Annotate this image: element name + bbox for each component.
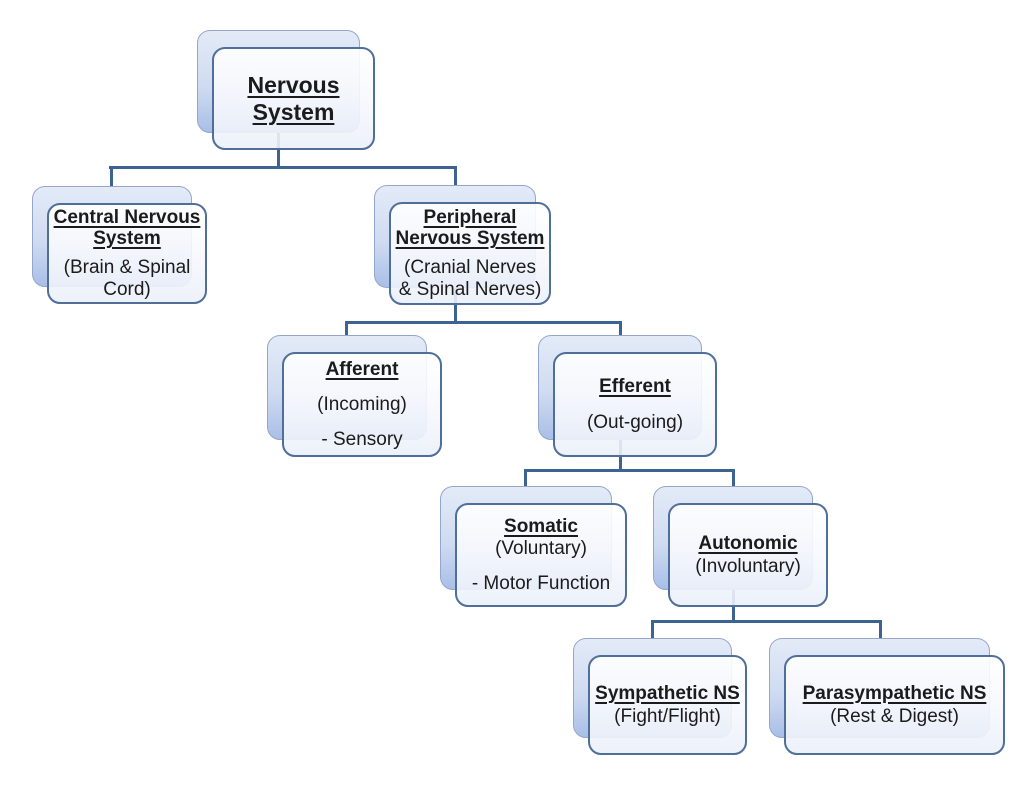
node-subtitle: (Out-going): [586, 411, 684, 433]
node-title: Somatic: [504, 515, 578, 537]
connector-segment: [651, 620, 882, 623]
node-afferent: Afferent (Incoming) - Sensory: [267, 335, 442, 457]
node-parasympathetic-ns: Parasympathetic NS (Rest & Digest): [769, 638, 1005, 755]
connector-segment: [879, 620, 882, 639]
node-title: Sympathetic NS: [595, 682, 740, 704]
connector-segment: [345, 321, 622, 324]
connector-segment: [345, 321, 348, 336]
node-card: Peripheral Nervous System (Cranial Nerve…: [389, 202, 551, 305]
connector-segment: [619, 321, 622, 336]
node-title: Afferent: [325, 358, 399, 380]
node-subtitle: (Involuntary): [695, 555, 801, 577]
node-subtitle: (Rest & Digest): [830, 705, 959, 727]
node-note: - Sensory: [321, 428, 403, 450]
node-card: Parasympathetic NS (Rest & Digest): [784, 655, 1005, 755]
node-note: - Motor Function: [471, 572, 611, 594]
node-title: Parasympathetic NS: [802, 682, 987, 704]
node-sympathetic-ns: Sympathetic NS (Fight/Flight): [573, 638, 747, 755]
connector-segment: [454, 166, 457, 187]
node-central-nervous-system: Central Nervous System (Brain & Spinal C…: [32, 186, 207, 304]
connector-segment: [277, 133, 280, 169]
node-title: Peripheral Nervous System: [395, 206, 545, 250]
node-title: Autonomic: [698, 532, 798, 554]
connector-segment: [110, 166, 113, 187]
node-subtitle: (Fight/Flight): [614, 705, 721, 727]
node-peripheral-nervous-system: Peripheral Nervous System (Cranial Nerve…: [374, 185, 551, 305]
node-subtitle: (Voluntary): [495, 538, 587, 560]
node-card: Nervous System: [212, 47, 375, 150]
node-subtitle: (Brain & Spinal Cord): [63, 257, 191, 300]
node-subtitle: (Cranial Nerves & Spinal Nerves): [398, 257, 542, 300]
connector-segment: [524, 469, 527, 487]
node-card: Central Nervous System (Brain & Spinal C…: [47, 203, 207, 304]
connector-segment: [732, 469, 735, 487]
node-card: Sympathetic NS (Fight/Flight): [588, 655, 747, 755]
connector-segment: [651, 620, 654, 639]
node-card: Afferent (Incoming) - Sensory: [282, 352, 442, 457]
connector-segment: [109, 166, 457, 169]
node-efferent: Efferent (Out-going): [538, 335, 717, 457]
connector-segment: [454, 288, 457, 324]
node-card: Efferent (Out-going): [553, 352, 717, 457]
node-autonomic: Autonomic (Involuntary): [653, 486, 828, 607]
node-title: Nervous System: [247, 72, 340, 125]
node-nervous-system: Nervous System: [197, 30, 375, 150]
connector-segment: [524, 469, 735, 472]
node-title: Central Nervous System: [53, 206, 201, 250]
node-subtitle: (Incoming): [317, 394, 407, 416]
node-card: Somatic (Voluntary) - Motor Function: [455, 503, 627, 607]
node-title: Efferent: [599, 375, 671, 397]
node-card: Autonomic (Involuntary): [668, 503, 828, 607]
node-somatic: Somatic (Voluntary) - Motor Function: [440, 486, 627, 607]
